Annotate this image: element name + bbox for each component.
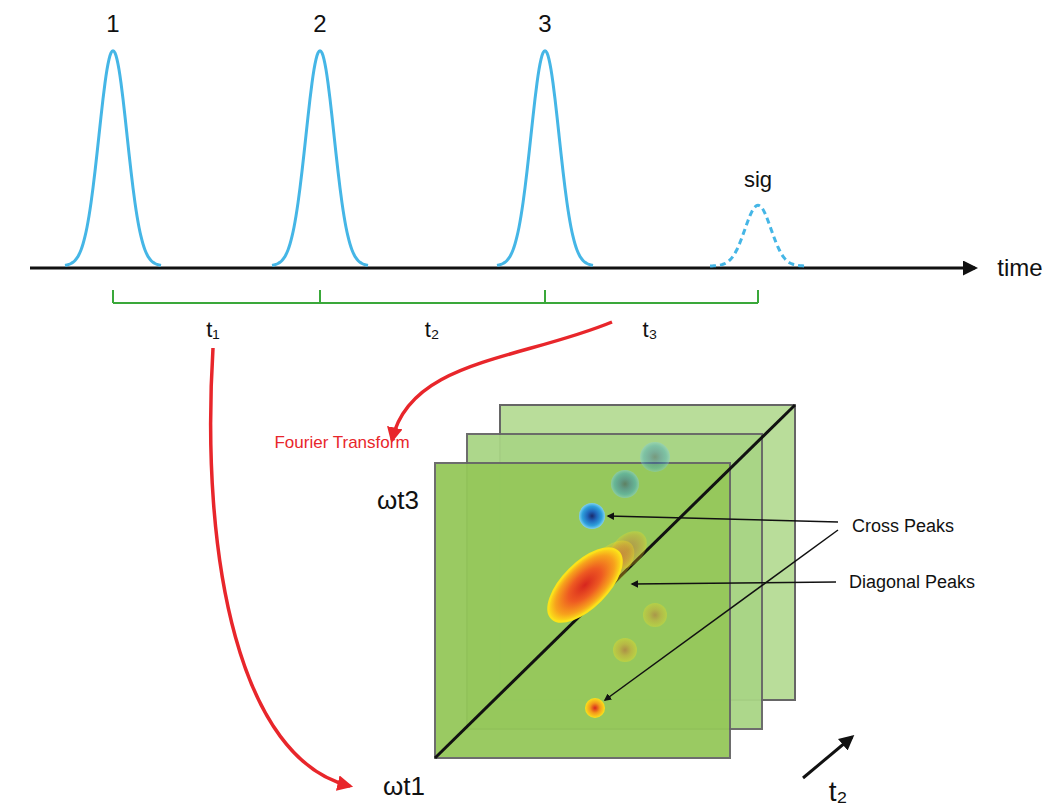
leader-lines bbox=[605, 516, 838, 700]
frequency-axis-label: ωt1 bbox=[383, 773, 425, 799]
laser-pulse bbox=[272, 51, 368, 266]
laser-pulse bbox=[65, 51, 161, 266]
delay-label: t₂ bbox=[425, 319, 440, 341]
delay-label: t₁ bbox=[206, 319, 220, 341]
fourier-arrow bbox=[211, 348, 350, 786]
peaks bbox=[536, 442, 670, 718]
callout-label: Diagonal Peaks bbox=[849, 573, 975, 591]
axis-label: time bbox=[997, 256, 1042, 280]
callout-label: Cross Peaks bbox=[852, 517, 954, 535]
signal-label: sig bbox=[744, 169, 772, 191]
time-axis bbox=[30, 267, 975, 270]
pulse-number: 3 bbox=[538, 12, 551, 36]
pulse-number: 1 bbox=[106, 12, 119, 36]
laser-pulse bbox=[497, 51, 593, 266]
pulse-number: 2 bbox=[313, 12, 326, 36]
frequency-axis-label: ωt3 bbox=[377, 487, 419, 513]
diagonal-line bbox=[435, 405, 795, 758]
transform-label: Fourier Transform bbox=[274, 434, 409, 451]
interval-bracket bbox=[113, 290, 758, 303]
delay-label: t₃ bbox=[642, 319, 657, 341]
delay-label: t₂ bbox=[829, 778, 848, 806]
signal-pulse bbox=[710, 205, 806, 266]
t2-arrow bbox=[803, 737, 852, 778]
spectrum-planes bbox=[435, 405, 795, 758]
pulses bbox=[65, 51, 806, 266]
